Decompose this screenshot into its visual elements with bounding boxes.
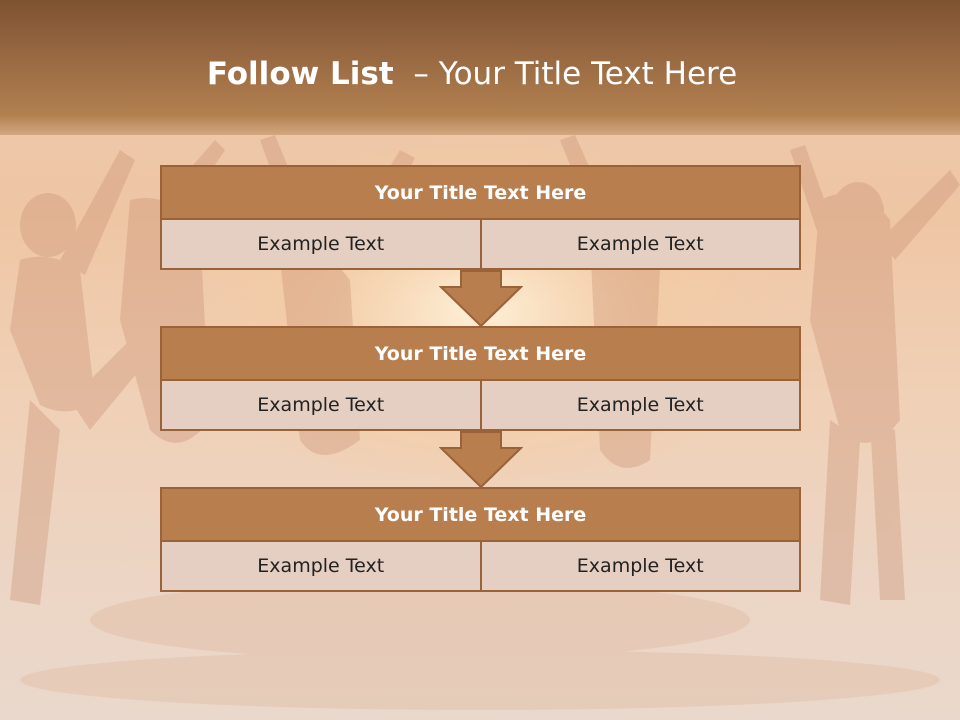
page-title: Follow List – Your Title Text Here xyxy=(0,56,944,92)
step-cell-left: Example Text xyxy=(160,220,482,270)
step-title: Your Title Text Here xyxy=(160,487,801,542)
step-block-3: Your Title Text Here Example Text Exampl… xyxy=(160,487,801,592)
step-block-1: Your Title Text Here Example Text Exampl… xyxy=(160,165,801,270)
title-bold: Follow List xyxy=(206,56,394,92)
step-cell-left: Example Text xyxy=(160,381,482,431)
step-title: Your Title Text Here xyxy=(160,165,801,220)
step-cell-right: Example Text xyxy=(479,381,801,431)
down-arrow-icon xyxy=(439,270,523,328)
step-row: Example Text Example Text xyxy=(160,381,801,431)
header-bar xyxy=(0,0,960,135)
step-cell-left: Example Text xyxy=(160,542,482,592)
step-title: Your Title Text Here xyxy=(160,326,801,381)
down-arrow-icon xyxy=(439,431,523,489)
step-row: Example Text Example Text xyxy=(160,542,801,592)
step-block-2: Your Title Text Here Example Text Exampl… xyxy=(160,326,801,431)
step-row: Example Text Example Text xyxy=(160,220,801,270)
title-subtitle: – Your Title Text Here xyxy=(393,56,738,92)
step-cell-right: Example Text xyxy=(479,220,801,270)
step-cell-right: Example Text xyxy=(479,542,801,592)
